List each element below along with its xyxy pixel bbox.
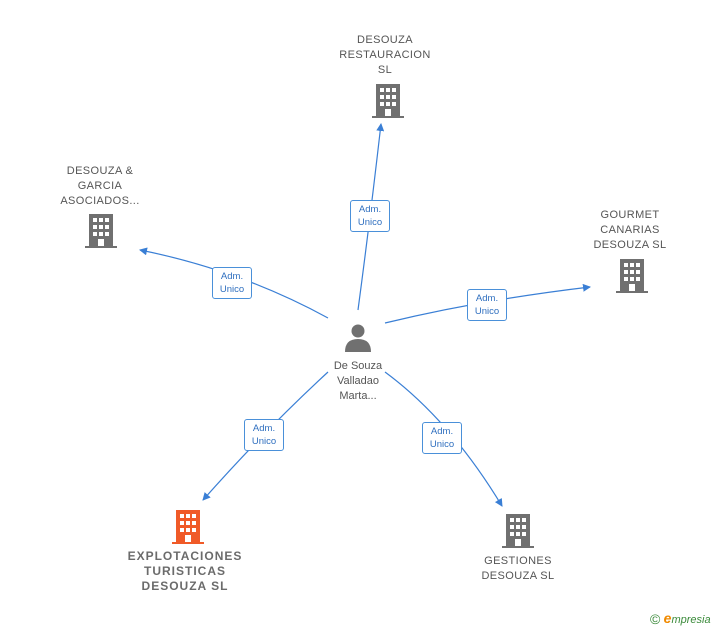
building-icon[interactable] bbox=[502, 514, 534, 548]
brand-name: mpresia bbox=[671, 614, 711, 626]
edge-badge-gourmet[interactable]: Adm.Unico bbox=[467, 289, 507, 321]
company-label-restauracion[interactable]: DESOUZA RESTAURACION SL bbox=[339, 34, 431, 76]
brand-footer[interactable]: © empresia bbox=[650, 610, 711, 627]
company-label-explotaciones[interactable]: EXPLOTACIONES TURISTICAS DESOUZA SL bbox=[127, 549, 243, 593]
company-label-garcia[interactable]: DESOUZA & GARCIA ASOCIADOS... bbox=[60, 165, 140, 207]
edge-badge-garcia[interactable]: Adm.Unico bbox=[212, 267, 252, 299]
building-icon-highlighted[interactable] bbox=[172, 510, 204, 544]
brand-logo-initial: e bbox=[663, 610, 672, 626]
building-icon[interactable] bbox=[85, 214, 117, 248]
edge-badge-restauracion[interactable]: Adm.Unico bbox=[350, 200, 390, 232]
company-label-gourmet[interactable]: GOURMET CANARIAS DESOUZA SL bbox=[593, 209, 667, 251]
edge-badge-explotaciones[interactable]: Adm.Unico bbox=[244, 419, 284, 451]
person-icon bbox=[345, 324, 371, 352]
company-label-gestiones[interactable]: GESTIONES DESOUZA SL bbox=[481, 555, 555, 582]
edge-badge-gestiones[interactable]: Adm.Unico bbox=[422, 422, 462, 454]
person-label[interactable]: De Souza Valladao Marta... bbox=[333, 360, 383, 402]
building-icon[interactable] bbox=[616, 259, 648, 293]
copyright-icon: © bbox=[650, 611, 661, 627]
building-icon[interactable] bbox=[372, 84, 404, 118]
